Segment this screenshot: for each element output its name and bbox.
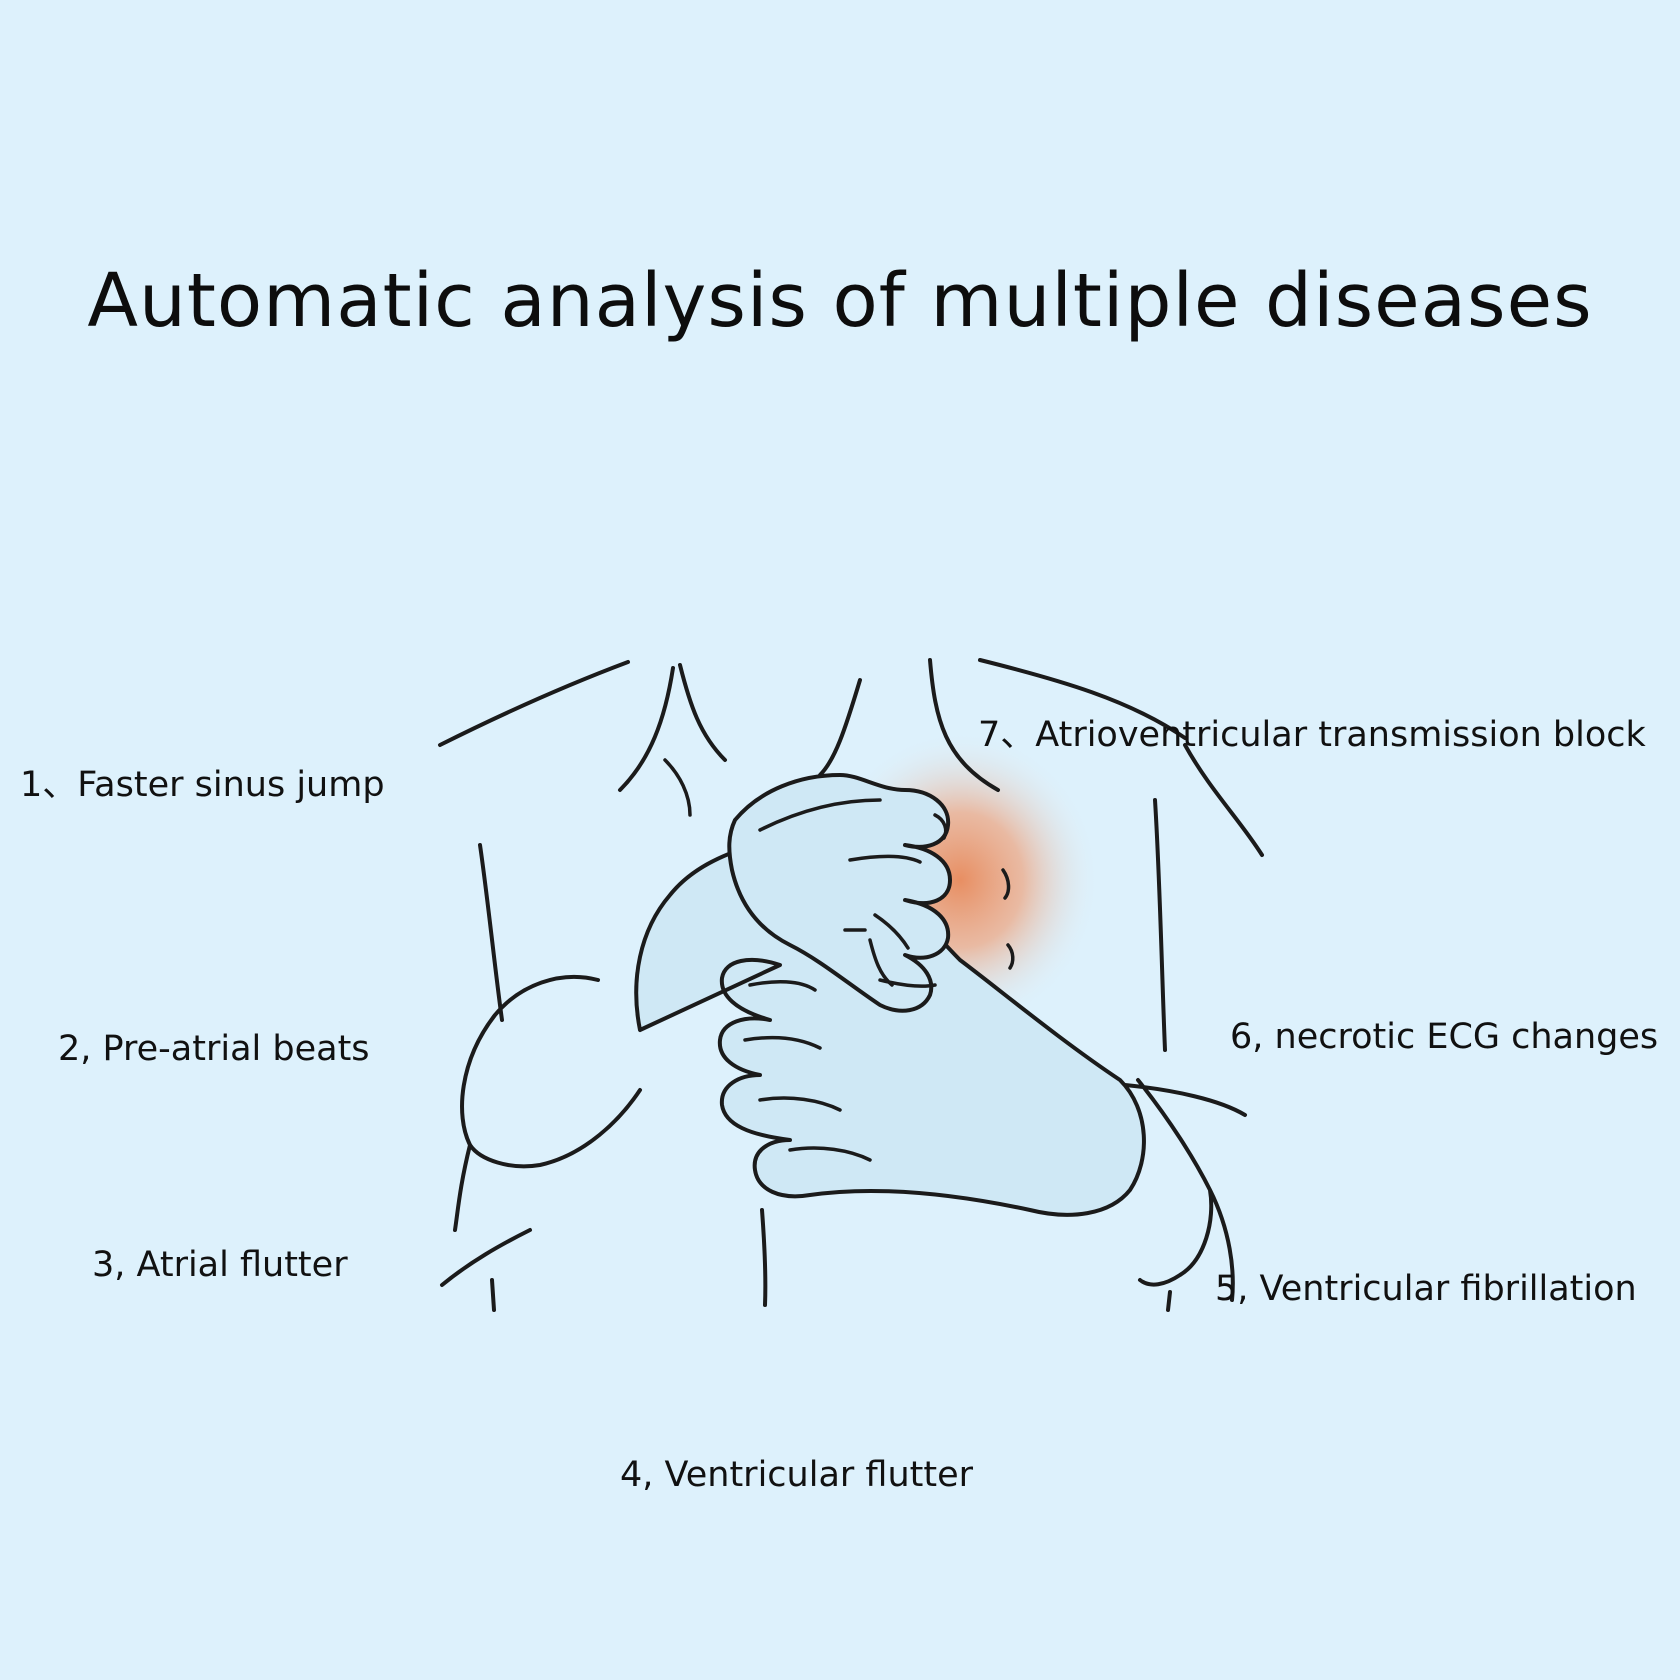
- disease-label-1: 1、Faster sinus jump: [20, 765, 385, 805]
- torso-outline: [438, 658, 1264, 1312]
- disease-label-7: 7、Atrioventricular transmission block: [978, 715, 1646, 755]
- hand-details: [663, 758, 1015, 1162]
- right-arm: [1123, 1078, 1247, 1302]
- disease-label-5: 5, Ventricular fibrillation: [1215, 1269, 1637, 1309]
- upper-hand: [727, 773, 952, 1013]
- disease-label-2: 2, Pre-atrial beats: [58, 1029, 370, 1069]
- left-arm: [453, 975, 642, 1232]
- page-title: Automatic analysis of multiple diseases: [87, 258, 1593, 344]
- disease-label-6: 6, necrotic ECG changes: [1230, 1017, 1659, 1057]
- disease-label-3: 3, Atrial flutter: [92, 1245, 348, 1285]
- disease-label-4: 4, Ventricular flutter: [620, 1455, 974, 1495]
